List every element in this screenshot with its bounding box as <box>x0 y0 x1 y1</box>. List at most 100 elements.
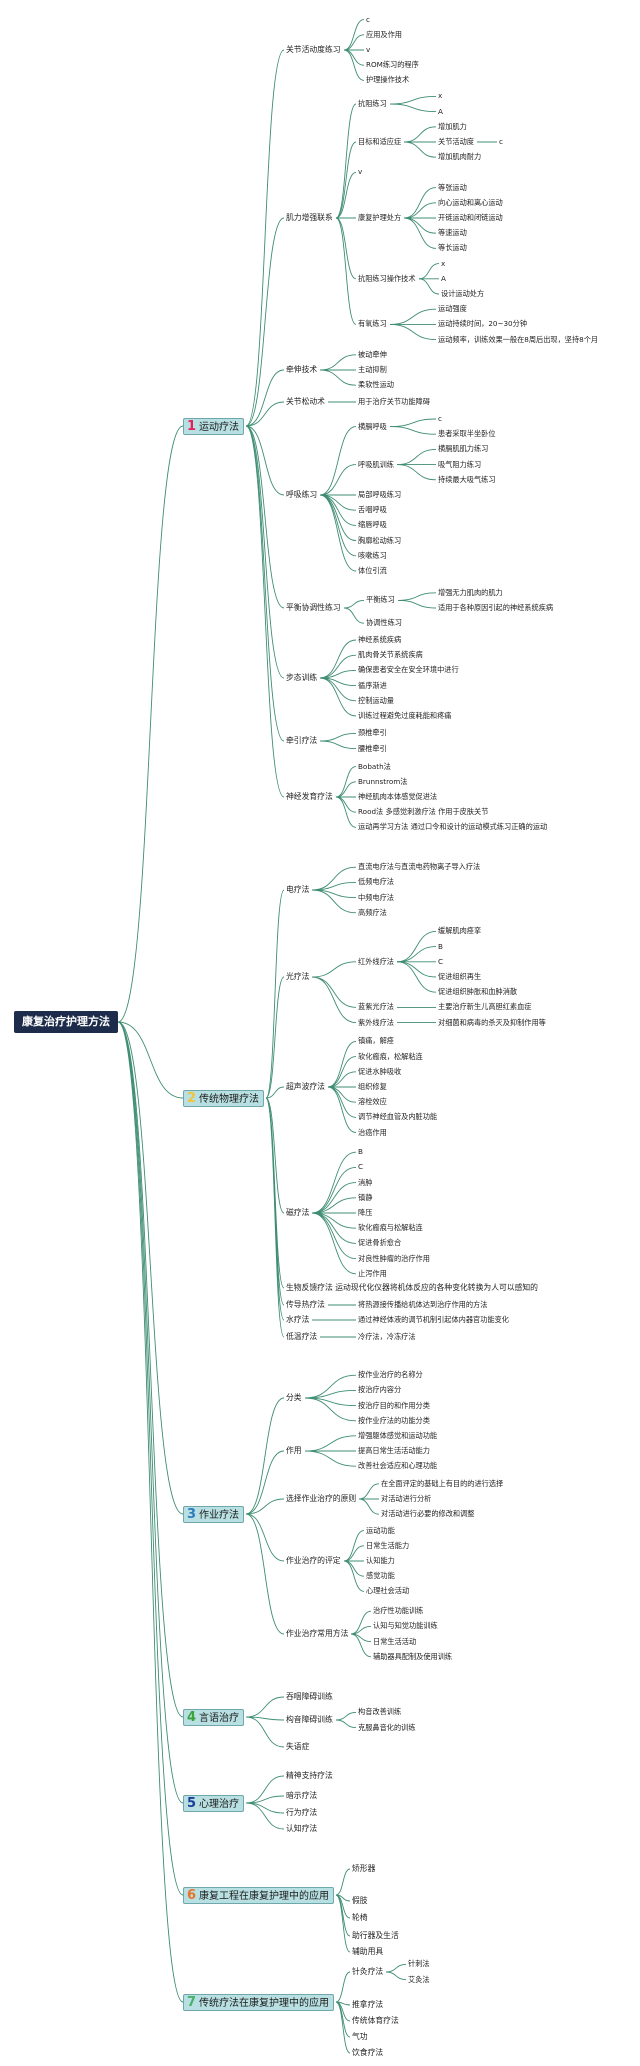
node-label: 用于治疗关节功能障碍 <box>358 397 430 406</box>
map-node-l4: 横膈肌肌力练习 <box>438 444 488 454</box>
node-label: 肌肉骨关节系统疾病 <box>358 650 423 660</box>
node-label: 在全面评定的基础上有目的的进行选择 <box>381 1478 504 1488</box>
branch-node: 助行器及生活 <box>352 1931 399 1941</box>
node-label: 关节活动度练习 <box>286 45 341 54</box>
node-label: 应用及作用 <box>366 29 402 39</box>
connector-line <box>319 677 357 717</box>
map-node-l4: 设计运动处方 <box>441 289 484 299</box>
map-node-l4: 增强无力肌肉的肌力 <box>438 588 503 598</box>
connector-line <box>265 1086 285 1099</box>
connector-line <box>245 425 285 609</box>
node-label: 日常生活能力 <box>366 1540 410 1550</box>
node-label: 磁疗法 <box>286 1208 310 1217</box>
node-label: 轮椅 <box>352 1913 368 1922</box>
node-label: 增强躯体感觉和运动功能 <box>358 1430 438 1440</box>
node-label: 关节松动术 <box>286 397 325 406</box>
connector-line <box>311 1182 357 1214</box>
branch-node: 轮椅 <box>352 1913 368 1923</box>
node-label: 电疗法 <box>286 885 310 894</box>
category-label: 心理治疗 <box>199 1798 240 1810</box>
map-node-l3: C <box>358 1162 363 1172</box>
map-node-l4: B <box>438 942 443 952</box>
branch-node: 构音障碍训练 <box>286 1715 333 1725</box>
branch-node: 传导热疗法 <box>286 1300 325 1310</box>
connector-line <box>343 1530 365 1562</box>
node-label: 高频疗法 <box>358 907 387 917</box>
map-node-l4: 等速运动 <box>438 228 467 238</box>
node-label: 治疗性功能训练 <box>373 1606 424 1616</box>
node-label: 构音改善训练 <box>358 1707 402 1717</box>
connector-line <box>304 1397 357 1422</box>
node-label: 康复治疗护理方法 <box>22 1015 110 1028</box>
node-label: 吸气阻力练习 <box>438 459 482 469</box>
node-label: x <box>441 258 446 268</box>
node-label: 开链运动和闭链运动 <box>438 213 503 222</box>
node-label: 镇静 <box>358 1192 373 1202</box>
map-node-l3: 协调性练习 <box>366 618 402 628</box>
node-label: 暗示疗法 <box>286 1791 318 1800</box>
map-node-l4: 关节活动度 <box>438 137 474 147</box>
connector-line <box>335 796 357 828</box>
node-label: 艾灸法 <box>408 1974 430 1984</box>
connector-line <box>335 217 357 280</box>
node-label: 镇痛，解痉 <box>358 1036 394 1046</box>
branch-node: 关节松动术 <box>286 397 325 407</box>
node-label: 抗阻练习操作技术 <box>358 273 416 283</box>
connector-line <box>245 1450 285 1515</box>
map-node-l3: 在全面评定的基础上有目的的进行选择 <box>381 1479 503 1489</box>
map-node-l4: 对细菌和病毒的杀灭及抑制作用等 <box>438 1018 546 1028</box>
branch-node: 作业治疗常用方法 <box>286 1629 348 1639</box>
connector-line <box>397 599 437 609</box>
map-node-l3: 按作业治疗的名称分 <box>358 1370 423 1380</box>
node-label: 肌力增强联系 <box>286 213 333 222</box>
map-node-l3: 止泻作用 <box>358 1269 387 1279</box>
map-node-l3: 肌肉骨关节系统疾病 <box>358 650 423 660</box>
node-label: 行为疗法 <box>286 1808 318 1817</box>
node-label: 精神支持疗法 <box>286 1771 333 1780</box>
connector-line <box>245 49 285 427</box>
connector-line <box>311 1212 357 1275</box>
node-label: C <box>438 956 444 966</box>
map-node-l3: 对活动进行必要的修改和调整 <box>381 1509 474 1519</box>
map-node-l4: 增加肌力 <box>438 122 467 132</box>
map-node-l3: 抗阻练习 <box>358 99 387 109</box>
map-node-l3: 主动抑制 <box>358 365 387 375</box>
branch-node: 神经发育疗法 <box>286 792 333 802</box>
node-label: 步态训练 <box>286 673 318 682</box>
map-node-l3: 颈椎牵引 <box>358 728 387 738</box>
map-node-l3: 控制运动量 <box>358 696 394 706</box>
map-node-l4: 患者采取半坐卧位 <box>438 429 496 439</box>
node-label: 缩唇呼吸 <box>358 520 387 530</box>
map-node-l3: 腰椎牵引 <box>358 744 387 754</box>
map-node-l3: 辅助器具配制及使用训练 <box>373 1652 452 1662</box>
category-label: 传统疗法在康复护理中的应用 <box>199 1997 330 2009</box>
node-label: 对活动进行分析 <box>381 1494 432 1503</box>
map-node-l3: 镇痛，解痉 <box>358 1036 394 1046</box>
node-label: 日常生活活动 <box>373 1636 417 1646</box>
connector-line <box>335 217 357 325</box>
node-label: B <box>438 941 443 951</box>
map-node-l3: 抗阻练习操作技术 <box>358 274 416 284</box>
connector-line <box>343 607 365 624</box>
node-label: 感觉功能 <box>366 1571 395 1581</box>
connector-line <box>319 740 357 750</box>
connector-line <box>304 1450 357 1467</box>
node-label: x <box>438 91 443 101</box>
connector-line <box>265 1097 285 1338</box>
node-label: 确保患者安全在安全环境中进行 <box>358 665 459 675</box>
map-node-l3: 克服鼻音化的训练 <box>358 1723 416 1733</box>
node-label: 有氧练习 <box>358 319 387 329</box>
connector-line <box>117 1021 184 1515</box>
map-node-l3: 镇静 <box>358 1193 372 1203</box>
category-number: 3 <box>187 1506 197 1522</box>
node-label: 牵伸技术 <box>286 365 318 374</box>
connector-line <box>245 369 285 427</box>
map-node-l3: 溶栓效应 <box>358 1097 387 1107</box>
connector-line <box>117 425 184 1023</box>
connector-line <box>117 1021 184 1896</box>
map-node-l3: 应用及作用 <box>366 30 402 40</box>
branch-node: 传统体育疗法 <box>352 2016 399 2026</box>
map-node-l4: 运动强度 <box>438 304 467 314</box>
map-node-l4: 开链运动和闭链运动 <box>438 213 503 223</box>
map-node-l3: 体位引流 <box>358 566 387 576</box>
